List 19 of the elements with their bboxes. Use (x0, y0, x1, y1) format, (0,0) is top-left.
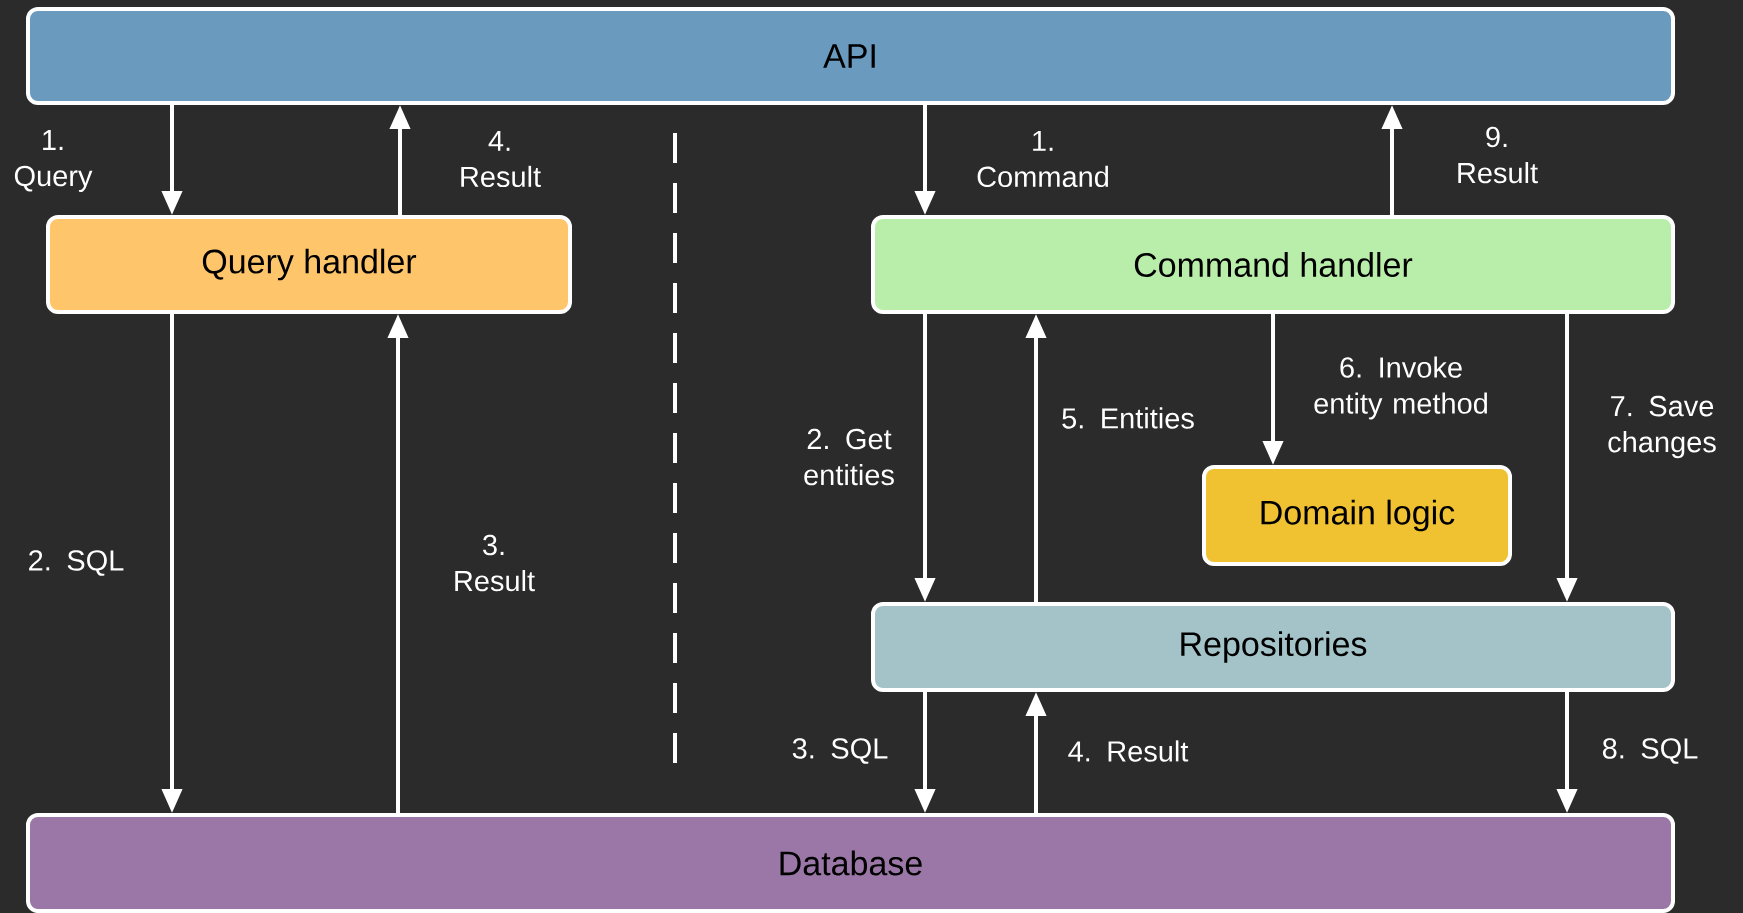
edge-label: 6. Invoke entity method (1314, 356, 1487, 420)
edge-label: 3. SQL (792, 738, 888, 764)
edge-label: 7. Save changes (1608, 395, 1716, 459)
process-box: Command handler (871, 215, 1675, 314)
edge-label: 3. Result (455, 534, 535, 592)
edge-label: 4. Result (461, 130, 541, 188)
process-box: Database (26, 813, 1675, 913)
edge-label: 1. Query (14, 130, 93, 192)
edge-label: 2. Get entities (804, 428, 894, 486)
process-box: API (26, 7, 1675, 105)
edge-label: 8. SQL (1602, 738, 1698, 764)
edge-label: 9. Result (1458, 126, 1538, 184)
edge-label: 2. SQL (29, 550, 124, 576)
process-box: Repositories (871, 602, 1675, 692)
edge-label: 4. Result (1068, 740, 1189, 762)
edge-label: 1. Command (977, 130, 1108, 188)
process-box: Query handler (46, 215, 572, 314)
edge-label: 5. Entities (1062, 407, 1194, 429)
process-box: Domain logic (1202, 465, 1512, 566)
